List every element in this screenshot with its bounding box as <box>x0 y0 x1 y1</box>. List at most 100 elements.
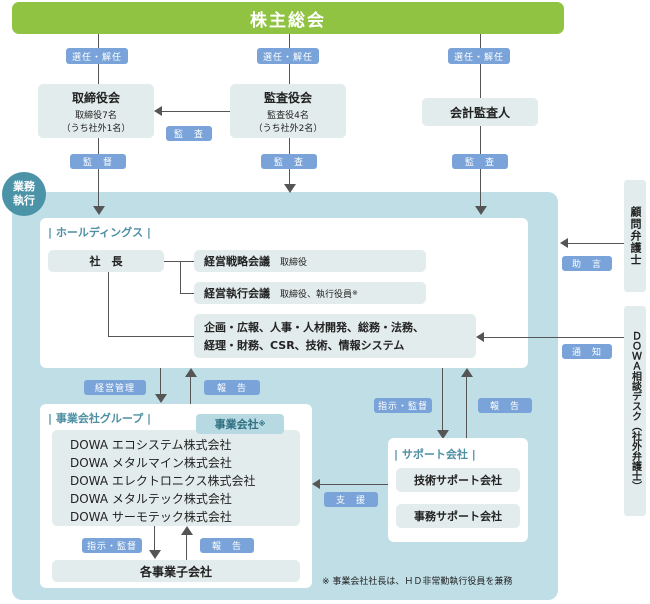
connector-line <box>180 261 194 262</box>
legal-advisor-label: 顧問弁護士 <box>629 206 642 266</box>
connector-line <box>190 376 191 404</box>
connector-line <box>466 376 467 440</box>
executive-meeting-label: 経営執行会議 <box>204 287 270 300</box>
accounting-auditor-box: 会計監査人 <box>422 98 538 126</box>
connector-line <box>180 293 194 294</box>
legal-advisor-box: 顧問弁護士 <box>624 180 646 292</box>
arrow-up-icon <box>185 368 197 377</box>
report-tag: 報 告 <box>204 380 260 395</box>
notify-tag-label: 通 知 <box>571 348 602 358</box>
connector-line <box>160 111 230 112</box>
instruct-tag-label: 指示・監督 <box>377 402 428 412</box>
support-title: | サポート会社 | <box>394 448 476 461</box>
executive-meeting-box: 経営執行会議 取締役、執行役員 ※ <box>194 282 426 304</box>
connector-line <box>98 138 99 208</box>
connector-line <box>186 534 187 560</box>
business-company-badge: 事業会社※ <box>196 414 284 434</box>
audit-tag-label: 監 査 <box>464 158 495 168</box>
connector-line <box>108 272 109 336</box>
board-title: 取締役会 <box>71 90 120 105</box>
board-of-directors-box: 取締役会 取締役7名 （うち社外1名） <box>38 84 154 138</box>
audit-board-box: 監査役会 監査役4名 （うち社外2名） <box>230 84 346 138</box>
arrow-left-icon <box>312 479 320 489</box>
connector-line <box>484 337 624 338</box>
president-label: 社 長 <box>89 255 123 268</box>
connector-line <box>108 336 194 337</box>
board-line1: 取締役7名 <box>75 110 117 121</box>
appoint-tag: 選任・解任 <box>66 48 128 64</box>
audit-tag-label: 監 査 <box>273 158 304 168</box>
audit-tag: 監 査 <box>166 126 212 141</box>
subsidiaries-label: 各事業子会社 <box>139 564 212 579</box>
dowa-desk-label: ＤＯＷＡ相談デスク（社外弁護士） <box>629 331 641 491</box>
arrow-down-icon <box>155 394 167 403</box>
arrow-up-icon <box>461 368 473 377</box>
arrow-left-icon <box>154 106 162 116</box>
assist-tag: 助 言 <box>562 256 612 271</box>
company-item: DOWA エレクトロニクス株式会社 <box>70 474 256 488</box>
connector-line <box>154 526 155 552</box>
office-support-label: 事務サポート会社 <box>414 510 502 523</box>
audit-board-title: 監査役会 <box>263 90 312 105</box>
connector-line <box>568 243 624 244</box>
accounting-auditor-label: 会計監査人 <box>449 105 510 120</box>
business-execution-badge: 業務 執行 <box>2 172 46 216</box>
management-tag: 経営管理 <box>84 380 146 395</box>
supervise-tag-label: 監 督 <box>82 158 113 168</box>
audit-board-line2: （うち社外2名） <box>253 123 323 134</box>
holdings-title-text: ホールディングス <box>55 226 144 239</box>
connector-line <box>180 261 181 293</box>
audit-tag-label: 監 査 <box>173 130 204 140</box>
footnote-text: ※ 事業会社社長は、ＨＤ非常勤執行役員を兼務 <box>322 577 513 587</box>
support-tag-label: 支 援 <box>335 496 366 506</box>
business-companies-box <box>52 430 300 526</box>
report-tag-label: 報 告 <box>211 542 242 552</box>
business-company-badge-label: 事業会社 <box>214 418 259 431</box>
report-tag: 報 告 <box>478 398 532 413</box>
corporate-functions-box: 企画・広報、人事・人材開発、総務・法務、 経理・財務、CSR、技術、情報システム <box>194 314 476 358</box>
board-line2: （うち社外1名） <box>61 123 131 134</box>
appoint-tag: 選任・解任 <box>448 48 510 64</box>
arrow-left-icon <box>476 332 484 342</box>
business-company-badge-mark: ※ <box>258 420 266 428</box>
report-tag-label: 報 告 <box>489 402 520 412</box>
arrow-down-icon <box>284 184 296 193</box>
arrow-down-icon <box>149 550 161 559</box>
support-title-text: サポート会社 <box>401 448 468 461</box>
instruct-tag: 指示・監督 <box>82 538 142 553</box>
executive-meeting-members: 取締役、執行役員 <box>280 289 353 300</box>
instruct-tag-label: 指示・監督 <box>86 542 137 552</box>
strategy-meeting-label: 経営戦略会議 <box>204 255 270 268</box>
dowa-desk-box: ＤＯＷＡ相談デスク（社外弁護士） <box>624 306 646 516</box>
instruct-tag: 指示・監督 <box>374 398 432 413</box>
tech-support-box: 技術サポート会社 <box>396 468 520 492</box>
shareholders-box: 株主総会 <box>12 2 564 34</box>
business-execution-label: 業務 執行 <box>13 180 35 207</box>
office-support-box: 事務サポート会社 <box>396 504 520 528</box>
connector-line <box>480 34 481 98</box>
report-tag-label: 報 告 <box>216 384 247 394</box>
arrow-up-icon <box>181 526 193 535</box>
connector-line <box>320 484 388 485</box>
connector-line <box>442 368 443 432</box>
appoint-label: 選任・解任 <box>453 52 504 63</box>
connector-line <box>164 261 180 262</box>
company-list: DOWA エコシステム株式会社 DOWA メタルマイン株式会社 DOWA エレク… <box>70 436 300 526</box>
arrow-down-icon <box>93 206 105 215</box>
functions-line1: 企画・広報、人事・人材開発、総務・法務、 <box>204 321 424 334</box>
company-item: DOWA サーモテック株式会社 <box>70 510 232 524</box>
notify-tag: 通 知 <box>562 344 612 359</box>
arrow-down-icon <box>437 430 449 439</box>
business-group-title: | 事業会社グループ | <box>48 412 152 425</box>
support-tag: 支 援 <box>324 492 378 507</box>
strategy-meeting-box: 経営戦略会議 取締役 <box>194 250 426 272</box>
arrow-down-icon <box>475 206 487 215</box>
audit-board-line1: 監査役4名 <box>267 110 309 121</box>
subsidiaries-box: 各事業子会社 <box>52 560 300 582</box>
audit-tag: 監 査 <box>452 154 508 169</box>
assist-tag-label: 助 言 <box>571 260 602 270</box>
supervise-tag: 監 督 <box>70 154 126 169</box>
strategy-meeting-members: 取締役 <box>280 257 308 268</box>
report-tag: 報 告 <box>200 538 254 553</box>
arrow-left-icon <box>560 238 568 248</box>
